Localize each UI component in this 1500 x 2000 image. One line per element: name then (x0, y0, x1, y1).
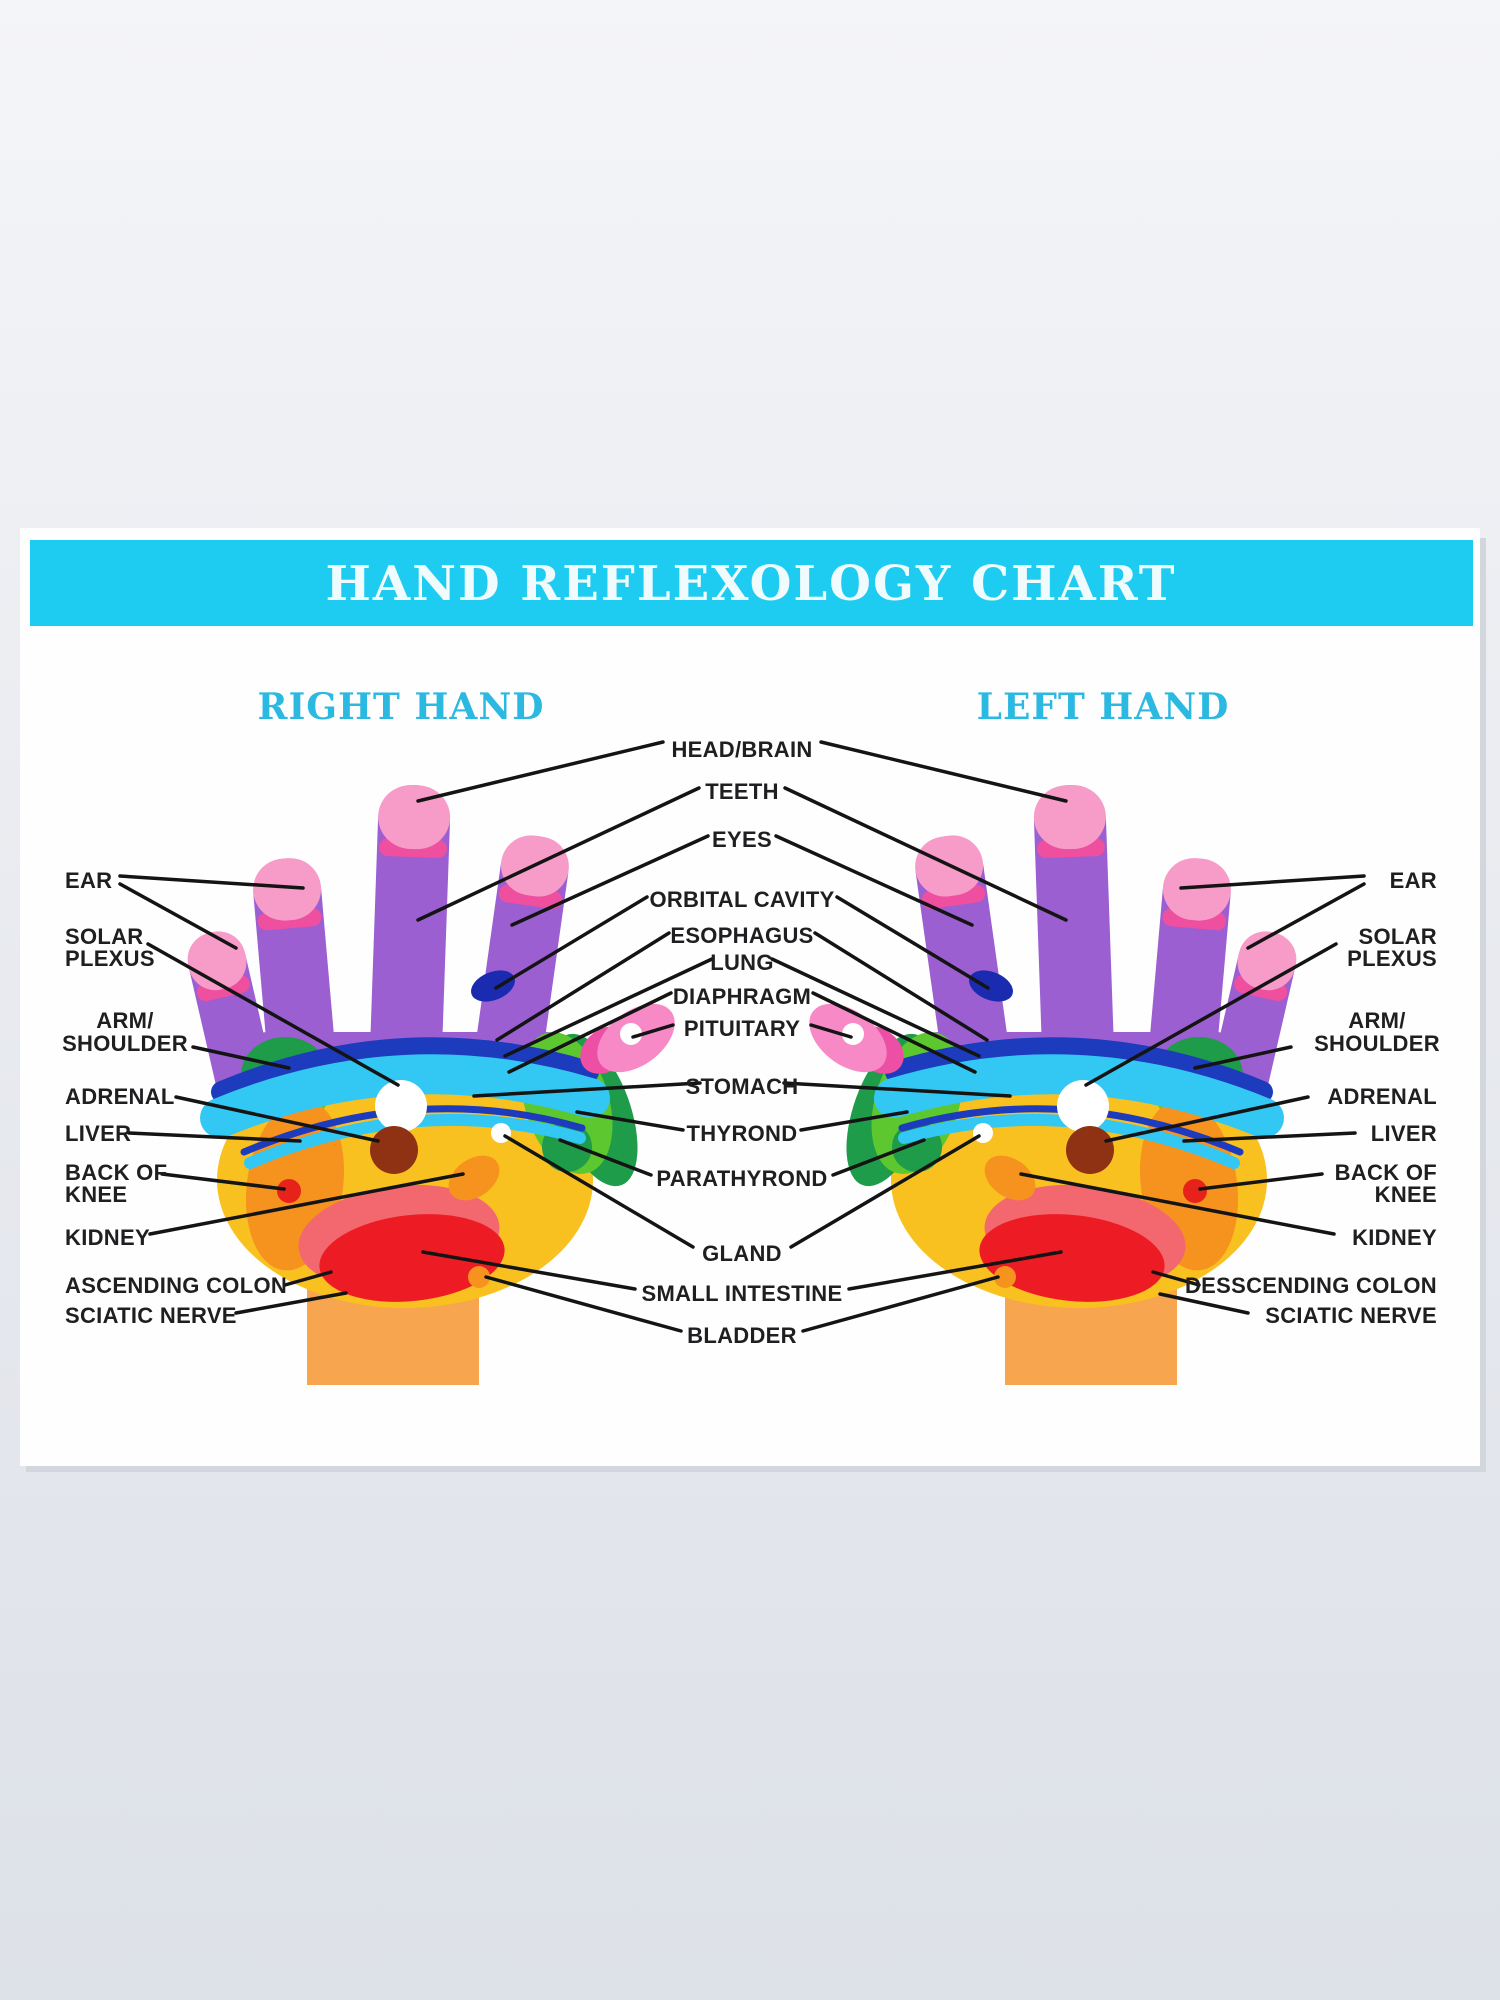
solar-plexus-right-label-line2: PLEXUS (1347, 946, 1437, 971)
heading-left-hand: LEFT HAND (977, 686, 1230, 728)
head-brain-label: HEAD/BRAIN (671, 737, 812, 762)
eyes-label: EYES (712, 827, 772, 852)
thyrond-label: THYROND (687, 1121, 798, 1146)
kidney-right-label: KIDNEY (1352, 1225, 1437, 1250)
sciatic-nerve-right-label: SCIATIC NERVE (1265, 1303, 1437, 1328)
lung-label: LUNG (710, 950, 774, 975)
bladder-leader-2 (801, 1275, 1000, 1333)
liver-right-leader-1 (1182, 1131, 1357, 1143)
stomach-leader-1 (472, 1081, 702, 1098)
parathyrond-leader-2 (831, 1138, 926, 1177)
pituitary-leader-2 (809, 1023, 853, 1039)
poster-title: HAND REFLEXOLOGY CHART (326, 556, 1177, 612)
esophagus-leader-1 (495, 931, 671, 1042)
sciatic-nerve-left-leader-1 (234, 1291, 348, 1315)
arm-shoulder-right-label-line1: ARM/ (1348, 1008, 1405, 1033)
sciatic-nerve-left-label: SCIATIC NERVE (65, 1303, 237, 1328)
stomach-label: STOMACH (686, 1074, 799, 1099)
orbital-cavity-leader-2 (835, 895, 990, 990)
ascending-colon-left-leader-1 (283, 1270, 333, 1287)
parathyrond-leader-1 (558, 1138, 653, 1177)
solar-plexus-right-leader-1 (1084, 942, 1338, 1087)
pituitary-leader-1 (631, 1023, 675, 1039)
annotation-layer: HEAD/BRAIN TEETH EYES ORBITAL CAVITY ESOPHAG… (62, 737, 1440, 1348)
ear-left-label: EAR (65, 868, 112, 893)
adrenal-right-label: ADRENAL (1327, 1084, 1437, 1109)
liver-right-label: LIVER (1371, 1121, 1437, 1146)
orbital-cavity-leader-1 (494, 895, 649, 990)
liver-left-label: LIVER (65, 1121, 131, 1146)
lung-leader-1 (503, 957, 714, 1058)
sciatic-nerve-right-leader-1 (1158, 1292, 1250, 1315)
esophagus-leader-2 (813, 931, 989, 1042)
adrenal-left-leader-1 (174, 1095, 380, 1143)
gland-label: GLAND (702, 1241, 782, 1266)
solar-plexus-right-label-line1: SOLAR (1359, 924, 1438, 949)
diaphragm-label: DIAPHRAGM (673, 984, 811, 1009)
ear-right-leader-2 (1246, 882, 1366, 950)
back-of-knee-right-label-line2: KNEE (1375, 1182, 1437, 1207)
solar-plexus-left-leader-1 (146, 942, 400, 1087)
arm-shoulder-left-leader-1 (191, 1045, 291, 1070)
desscending-colon-right-label: DESSCENDING COLON (1185, 1273, 1437, 1298)
adrenal-left-label: ADRENAL (65, 1084, 175, 1109)
arm-shoulder-right-label-line2: SHOULDER (1314, 1031, 1440, 1056)
kidney-left-label: KIDNEY (65, 1225, 150, 1250)
desscending-colon-right-leader-1 (1151, 1270, 1201, 1287)
gland-leader-2 (789, 1134, 981, 1249)
thyrond-leader-1 (575, 1110, 685, 1132)
solar-plexus-left-label-line2: PLEXUS (65, 946, 155, 971)
heading-right-hand: RIGHT HAND (258, 686, 545, 728)
small-intestine-leader-2 (847, 1250, 1063, 1291)
ear-right-label: EAR (1390, 868, 1437, 893)
diaphragm-leader-1 (507, 991, 673, 1074)
orbital-cavity-label: ORBITAL CAVITY (649, 887, 834, 912)
esophagus-label: ESOPHAGUS (670, 923, 813, 948)
back-of-knee-left-label-line1: BACK OF (65, 1160, 167, 1185)
back-of-knee-left-leader-1 (160, 1172, 286, 1191)
adrenal-right-leader-1 (1104, 1095, 1310, 1143)
eyes-leader-2 (774, 834, 974, 927)
arm-shoulder-left-label-line1: ARM/ (96, 1008, 153, 1033)
title-band (30, 540, 1473, 626)
head-brain-leader-2 (819, 740, 1068, 803)
ear-left-leader-1 (118, 874, 305, 890)
bladder-leader-1 (484, 1275, 683, 1333)
ascending-colon-left-label: ASCENDING COLON (65, 1273, 287, 1298)
ear-right-leader-1 (1179, 874, 1366, 890)
teeth-label: TEETH (705, 779, 779, 804)
pituitary-label: PITUITARY (684, 1016, 800, 1041)
kidney-left-leader-1 (148, 1172, 465, 1236)
back-of-knee-right-label-line1: BACK OF (1335, 1160, 1437, 1185)
stomach-leader-2 (782, 1081, 1012, 1098)
parathyrond-label: PARATHYROND (656, 1166, 827, 1191)
ear-left-leader-2 (118, 882, 238, 950)
kidney-right-leader-1 (1019, 1172, 1336, 1236)
back-of-knee-left-label-line2: KNEE (65, 1182, 127, 1207)
liver-left-leader-1 (127, 1131, 302, 1143)
arm-shoulder-right-leader-1 (1193, 1045, 1293, 1070)
gland-leader-1 (503, 1134, 695, 1249)
diaphragm-leader-2 (811, 991, 977, 1074)
teeth-leader-2 (783, 786, 1068, 922)
head-brain-leader-1 (416, 740, 665, 803)
bladder-label: BLADDER (687, 1323, 797, 1348)
thyrond-leader-2 (799, 1110, 909, 1132)
solar-plexus-left-label-line1: SOLAR (65, 924, 144, 949)
back-of-knee-right-leader-1 (1198, 1172, 1324, 1191)
small-intestine-leader-1 (421, 1250, 637, 1291)
eyes-leader-1 (510, 834, 710, 927)
lung-leader-2 (770, 957, 981, 1058)
arm-shoulder-left-label-line2: SHOULDER (62, 1031, 188, 1056)
teeth-leader-1 (416, 786, 701, 922)
small-intestine-label: SMALL INTESTINE (642, 1281, 843, 1306)
